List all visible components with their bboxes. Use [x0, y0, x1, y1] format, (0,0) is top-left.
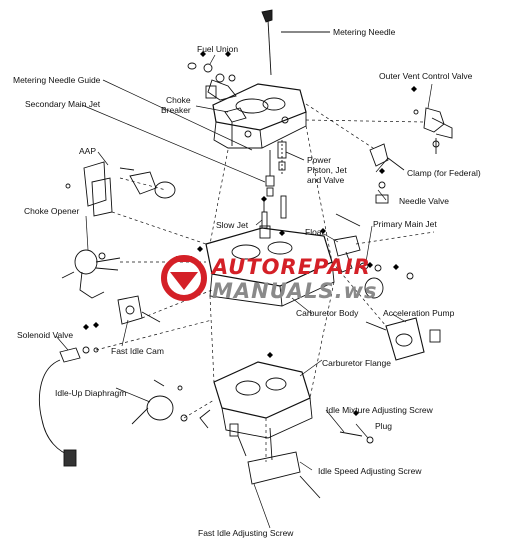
label-plug: Plug	[375, 421, 393, 431]
solenoid-valve-part	[39, 346, 99, 467]
autorepair-logo-mark	[161, 255, 207, 301]
label-choke-breaker-2: Breaker	[161, 105, 191, 115]
aap-part	[65, 161, 176, 217]
guide-lines	[95, 103, 435, 462]
label-power-piston-2: Piston, Jet	[307, 165, 347, 175]
label-aap: AAP	[79, 146, 97, 156]
slow-jet-part	[261, 198, 268, 229]
label-metering-needle: Metering Needle	[333, 27, 396, 37]
idle-screws-part	[237, 427, 374, 499]
label-float: Float	[305, 227, 324, 237]
leader-lines	[55, 54, 433, 529]
outer-vent-control-valve-part	[413, 107, 453, 154]
needle-valve-part	[375, 181, 389, 204]
label-primary-main-jet: Primary Main Jet	[373, 219, 437, 229]
clamp-part	[369, 143, 405, 171]
air-horn-assembly	[212, 83, 307, 149]
fast-idle-cam-part	[117, 295, 161, 325]
fuel-union-part	[187, 62, 237, 101]
label-fast-idle-adjusting-screw: Fast Idle Adjusting Screw	[198, 528, 294, 538]
label-choke-opener: Choke Opener	[24, 206, 80, 216]
label-power-piston-1: Power	[307, 155, 332, 165]
watermark-line-1: AUTOREPAIR	[212, 255, 371, 279]
diamond-markers	[83, 51, 417, 416]
metering-needle-part	[261, 9, 330, 76]
label-choke-breaker-1: Choke	[166, 95, 191, 105]
label-slow-jet: Slow Jet	[216, 220, 249, 230]
label-secondary-main-jet: Secondary Main Jet	[25, 99, 101, 109]
label-idle-up-diaphragm: Idle-Up Diaphragm	[55, 388, 127, 398]
idle-up-diaphragm-part	[131, 379, 188, 425]
watermark-line-2: MANUALS.ws	[212, 279, 378, 303]
label-needle-valve: Needle Valve	[399, 196, 449, 206]
label-acceleration-pump: Acceleration Pump	[383, 308, 455, 318]
float-part	[333, 213, 361, 273]
choke-opener-part	[61, 249, 121, 299]
label-carburetor-flange: Carburetor Flange	[322, 358, 391, 368]
primary-main-jet-part	[359, 262, 414, 280]
carburetor-flange-part	[199, 361, 313, 439]
power-piston-part	[277, 140, 287, 219]
label-idle-speed-adjusting-screw: Idle Speed Adjusting Screw	[318, 466, 422, 476]
label-outer-vent-control-valve: Outer Vent Control Valve	[379, 71, 473, 81]
acceleration-pump-part	[364, 277, 441, 361]
label-metering-needle-guide: Metering Needle Guide	[13, 75, 101, 85]
label-clamp-federal: Clamp (for Federal)	[407, 168, 481, 178]
label-idle-mixture-adjusting-screw: Idle Mixture Adjusting Screw	[326, 405, 433, 415]
label-carburetor-body: Carburetor Body	[296, 308, 359, 318]
label-power-piston-3: and Valve	[307, 175, 345, 185]
label-fast-idle-cam: Fast Idle Cam	[111, 346, 164, 356]
jets-upper	[265, 150, 275, 197]
label-solenoid-valve: Solenoid Valve	[17, 330, 74, 340]
label-fuel-union: Fuel Union	[197, 44, 239, 54]
